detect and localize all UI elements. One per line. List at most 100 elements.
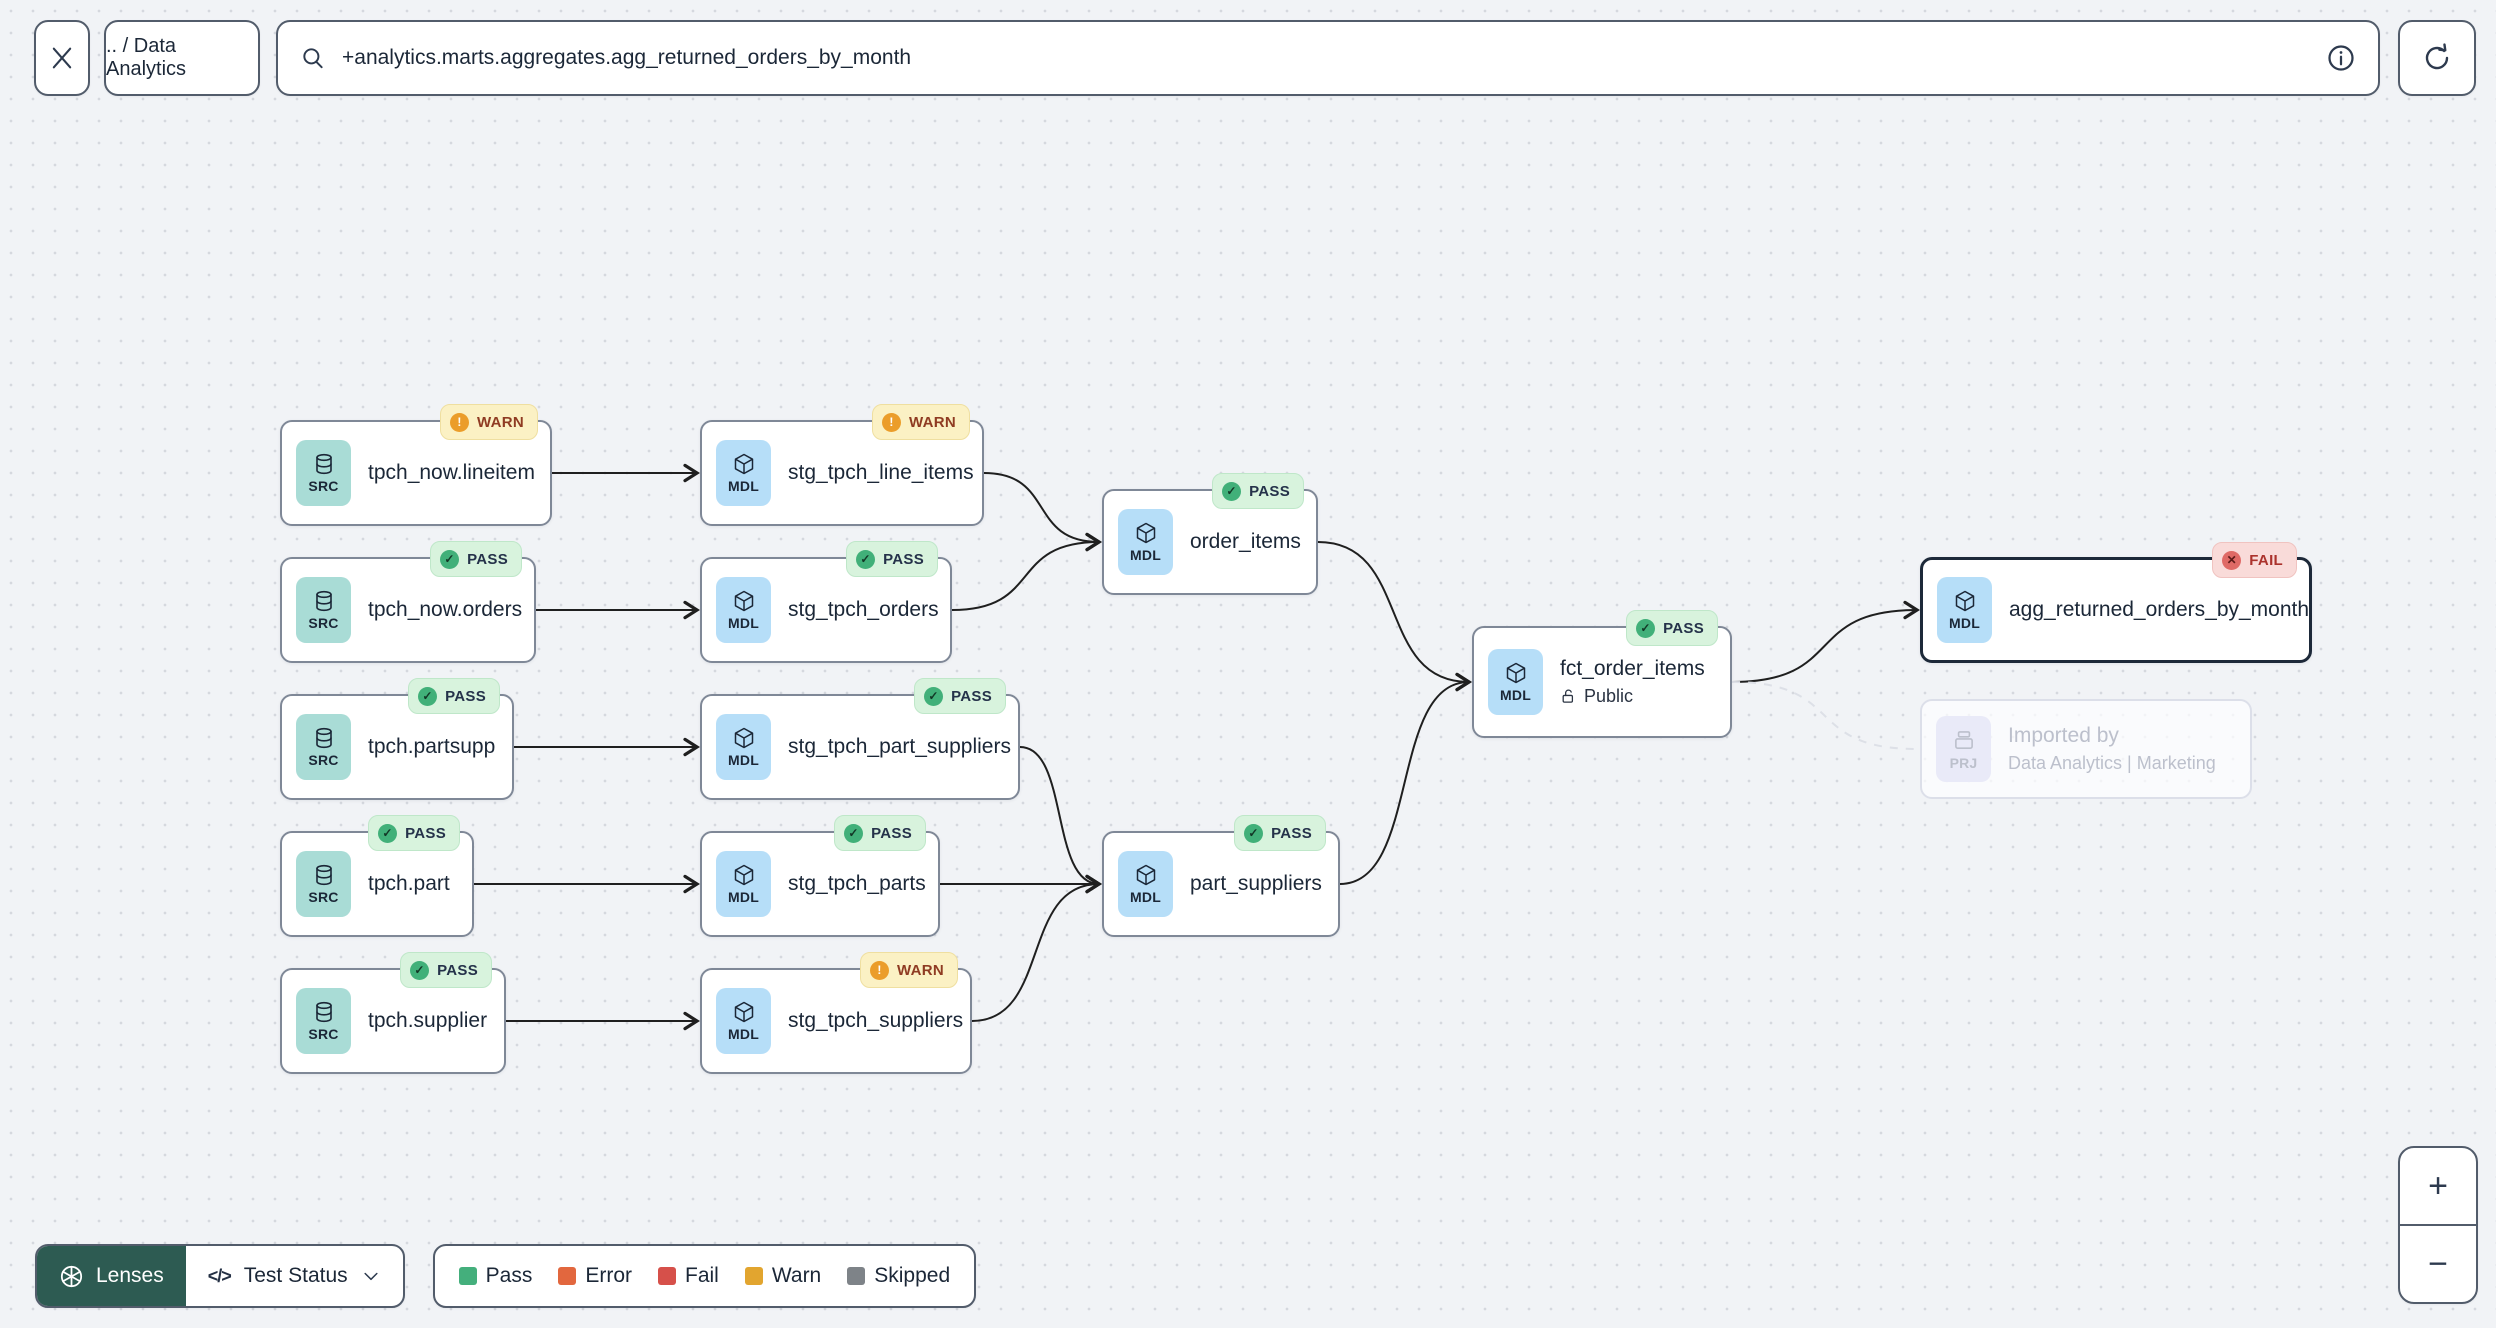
status-badge-pass: ✓PASS: [834, 815, 926, 851]
node-title: part_suppliers: [1190, 872, 1322, 895]
node-tpch_partsupp[interactable]: SRC tpch.partsupp ✓ PASS: [280, 678, 514, 800]
node-kind-chip: MDL: [716, 440, 771, 506]
node-title: tpch.supplier: [368, 1009, 488, 1032]
refresh-button[interactable]: [2398, 20, 2476, 96]
status-badge-label: PASS: [467, 550, 508, 568]
node-text: stg_tpch_suppliers: [788, 1009, 963, 1033]
node-order_items[interactable]: MDL order_items ✓PASS: [1102, 473, 1318, 595]
status-dot-icon: ✕: [2222, 550, 2242, 570]
lens-selector[interactable]: </> Test Status: [186, 1246, 403, 1306]
code-icon: </>: [207, 1265, 232, 1286]
node-title: tpch.partsupp: [368, 735, 496, 758]
node-kind-chip: MDL: [1937, 577, 1992, 643]
status-badge-pass: ✓PASS: [430, 541, 522, 577]
status-dot-icon: ✓: [1244, 823, 1264, 843]
selector-input[interactable]: [342, 46, 2310, 70]
cube-icon: [1134, 863, 1158, 887]
database-icon: [312, 452, 336, 476]
node-kind-label: MDL: [1130, 889, 1161, 905]
node-title: tpch_now.lineitem: [368, 461, 535, 484]
cube-icon: [1953, 589, 1977, 613]
node-kind-label: SRC: [308, 1026, 339, 1042]
status-badge-label: PASS: [445, 687, 486, 705]
status-dot-icon: ✓: [856, 549, 876, 569]
node-subtitle-label: Public: [1584, 686, 1634, 706]
status-badge-label: WARN: [476, 413, 524, 431]
lenses-button[interactable]: Lenses: [37, 1246, 186, 1306]
legend-swatch: [658, 1267, 676, 1285]
database-icon: [312, 726, 336, 750]
legend-item-fail: Fail: [658, 1264, 719, 1288]
legend-item-error: Error: [558, 1264, 632, 1288]
status-dot-icon: ✓: [418, 686, 438, 706]
breadcrumb[interactable]: .. / Data Analytics: [104, 20, 260, 96]
close-button[interactable]: [34, 20, 90, 96]
status-badge-pass: ✓PASS: [846, 541, 938, 577]
cube-icon: [1504, 661, 1528, 685]
status-dot-icon: !: [869, 960, 889, 980]
status-dot-icon: !: [449, 412, 469, 432]
status-dot-icon: ✓: [844, 823, 864, 843]
edge-stg_tpch_orders-to-order_items: [951, 532, 1102, 611]
node-kind-chip: PRJ: [1936, 716, 1991, 782]
node-kind-chip: SRC: [296, 988, 351, 1054]
node-kind-label: MDL: [728, 615, 759, 631]
node-kind-chip: MDL: [1488, 649, 1543, 715]
edge-stg_tpch_suppliers-to-part_suppliers: [971, 874, 1102, 1022]
node-text: order_items: [1190, 530, 1301, 554]
cube-icon: [732, 452, 756, 476]
info-icon[interactable]: [2326, 43, 2356, 73]
chevron-down-icon: [364, 1272, 378, 1281]
search-icon: [303, 48, 323, 69]
node-kind-label: MDL: [1949, 615, 1980, 631]
legend-label: Skipped: [874, 1264, 951, 1287]
database-icon: [312, 863, 336, 887]
edge-stg_tpch_line_items-to-order_items: [983, 472, 1102, 552]
zoom-in-button[interactable]: +: [2400, 1148, 2476, 1226]
status-badge-label: PASS: [1663, 619, 1704, 637]
status-dot-icon: ✓: [924, 686, 944, 706]
node-text: tpch.part: [368, 872, 450, 896]
cube-icon: [732, 863, 756, 887]
database-icon: [312, 589, 336, 613]
node-kind-chip: MDL: [1118, 509, 1173, 575]
node-subtitle: Data Analytics | Marketing: [2008, 753, 2216, 774]
node-tpch_now_lineitem[interactable]: SRC tpch_now.lineitem! WARN: [280, 404, 552, 526]
node-title: order_items: [1190, 530, 1301, 553]
node-kind-chip: SRC: [296, 440, 351, 506]
node-text: tpch_now.orders: [368, 598, 522, 622]
node-title: agg_returned_orders_by_month: [2009, 598, 2310, 621]
legend-item-skipped: Skipped: [847, 1264, 950, 1288]
node-title: Imported by: [2008, 724, 2119, 747]
legend-item-warn: Warn: [744, 1264, 822, 1288]
legend-swatch: [847, 1267, 866, 1285]
node-title: fct_order_items: [1560, 657, 1705, 680]
node-kind-chip: SRC: [296, 714, 351, 780]
zoom-out-button[interactable]: −: [2428, 1244, 2448, 1283]
status-badge-warn: !WARN: [871, 404, 970, 440]
status-badge-label: PASS: [437, 961, 478, 979]
node-title: tpch.part: [368, 872, 450, 895]
status-badge-label: WARN: [908, 413, 956, 431]
status-badge-label: PASS: [1249, 482, 1290, 500]
status-badge-pass: ✓PASS: [1212, 473, 1304, 509]
legend-label: Warn: [771, 1264, 822, 1287]
status-badge-warn: ! WARN: [439, 404, 538, 440]
node-imported_by[interactable]: PRJ Imported by Data Analytics | Marketing: [1920, 699, 2252, 799]
zoom-controls: + −: [2398, 1146, 2478, 1304]
